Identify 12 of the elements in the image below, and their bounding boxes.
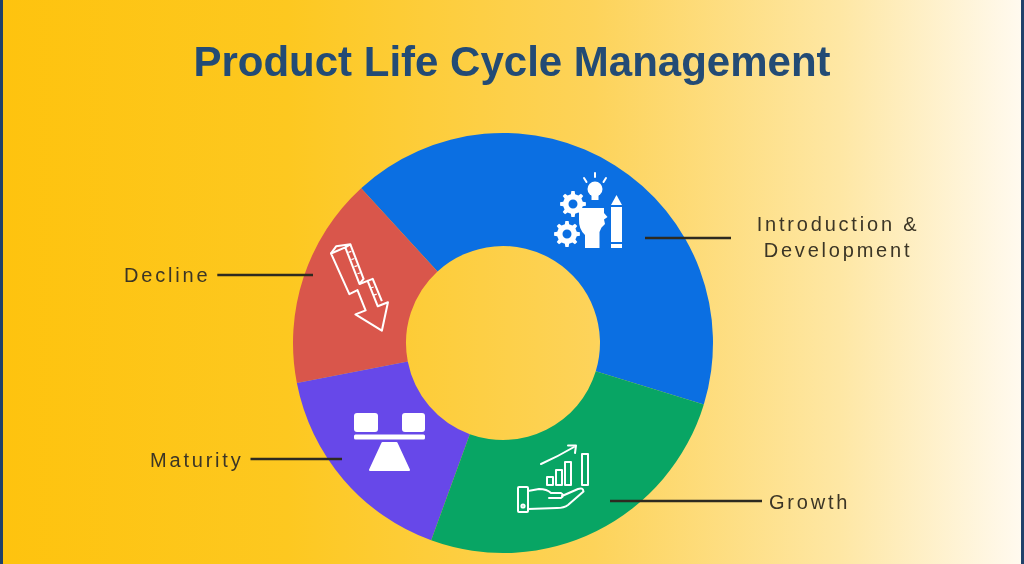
diagram-title: Product Life Cycle Management <box>193 38 831 86</box>
stage-label: Decline <box>124 262 211 288</box>
leader-line <box>250 457 342 461</box>
leader-line <box>610 499 762 503</box>
leader-line <box>645 236 731 240</box>
donut-segment <box>431 371 704 553</box>
donut-segment <box>293 188 438 384</box>
donut-segment <box>361 133 713 405</box>
stage-label: Introduction & Development <box>738 211 938 263</box>
stage-label: Growth <box>769 489 851 515</box>
leader-line <box>217 273 313 277</box>
stage-label: Maturity <box>150 447 244 473</box>
